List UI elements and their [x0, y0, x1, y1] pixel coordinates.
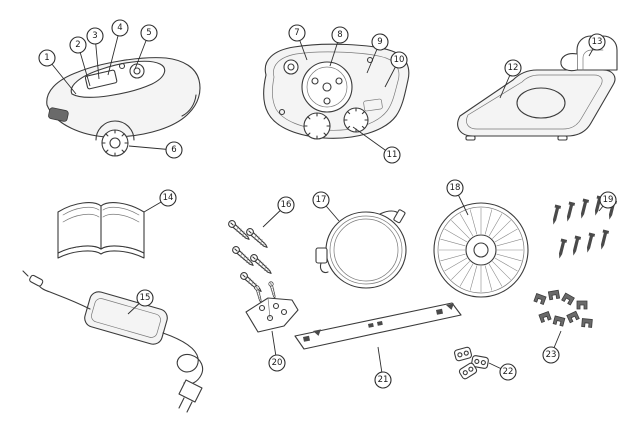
- part-ruler: [294, 302, 462, 350]
- callout-number: 4: [117, 23, 122, 33]
- stop-button: [129, 63, 145, 79]
- callout-14: 14: [143, 189, 177, 213]
- part-power-supply: [22, 270, 204, 413]
- blade: [311, 77, 319, 85]
- callout-5: 5: [134, 24, 158, 70]
- callout-number: 5: [146, 28, 151, 38]
- callout-number: 16: [281, 200, 292, 210]
- callout-15: 15: [127, 289, 154, 315]
- callout-number: 15: [140, 293, 151, 303]
- callout-number: 13: [592, 37, 603, 47]
- callout-number: 7: [294, 28, 299, 38]
- part-couplers: [453, 346, 490, 381]
- callout-number: 11: [387, 150, 398, 160]
- callout-20: 20: [268, 330, 286, 372]
- callout-11: 11: [352, 126, 401, 164]
- part-manual: [57, 202, 145, 259]
- callout-21: 21: [374, 346, 392, 389]
- part-connectors: [533, 289, 593, 328]
- callout-3: 3: [86, 27, 104, 80]
- adapter-box: [84, 291, 168, 345]
- callout-4: 4: [107, 19, 129, 76]
- callout-12: 12: [499, 59, 522, 99]
- callout-number: 10: [394, 55, 405, 65]
- callout-number: 21: [378, 375, 389, 385]
- callout-10: 10: [384, 51, 408, 88]
- part-low-voltage-cable: [315, 209, 407, 289]
- spool-hub: [465, 234, 497, 266]
- dc-connector: [29, 274, 44, 287]
- blade: [335, 77, 343, 85]
- cable-clamp: [315, 247, 328, 264]
- part-charging-station: [457, 35, 618, 141]
- callout-number: 3: [92, 31, 97, 41]
- callout-number: 18: [450, 183, 461, 193]
- cutting-disc: [301, 61, 353, 113]
- callout-number: 19: [603, 195, 614, 205]
- callout-16: 16: [262, 196, 295, 228]
- part-screws: [226, 218, 274, 295]
- callout-number: 1: [44, 53, 49, 63]
- mains-plug: [178, 379, 203, 403]
- callout-1: 1: [38, 49, 77, 95]
- callout-22: 22: [488, 362, 517, 381]
- callout-17: 17: [312, 191, 340, 222]
- cable-plug: [393, 209, 406, 224]
- caster-wheel: [283, 59, 299, 75]
- callout-number: 8: [337, 30, 342, 40]
- part-boundary-wire-spool: [433, 202, 529, 298]
- part-mower-underside: [263, 43, 410, 140]
- charging-arm: [560, 53, 578, 72]
- callout-number: 14: [163, 193, 174, 203]
- callout-number: 23: [546, 350, 557, 360]
- callout-23: 23: [542, 330, 562, 364]
- callout-2: 2: [69, 36, 91, 87]
- callout-number: 12: [508, 63, 519, 73]
- part-mounting-plate: [245, 280, 299, 333]
- callout-19: 19: [598, 191, 617, 212]
- blade: [323, 97, 331, 105]
- callout-number: 2: [75, 40, 80, 50]
- callout-6: 6: [128, 141, 183, 159]
- power-cord: [162, 332, 204, 385]
- callout-number: 9: [377, 37, 382, 47]
- callout-number: 17: [316, 195, 327, 205]
- callout-number: 6: [171, 145, 176, 155]
- callout-18: 18: [446, 179, 469, 216]
- callout-number: 20: [272, 358, 283, 368]
- callout-7: 7: [288, 24, 308, 61]
- callout-9: 9: [366, 33, 389, 74]
- display: [84, 69, 118, 90]
- part-mower-top-view: [46, 57, 201, 157]
- callout-13: 13: [588, 33, 606, 57]
- callout-number: 22: [503, 367, 514, 377]
- front-bumper: [48, 107, 69, 122]
- callout-8: 8: [329, 26, 349, 67]
